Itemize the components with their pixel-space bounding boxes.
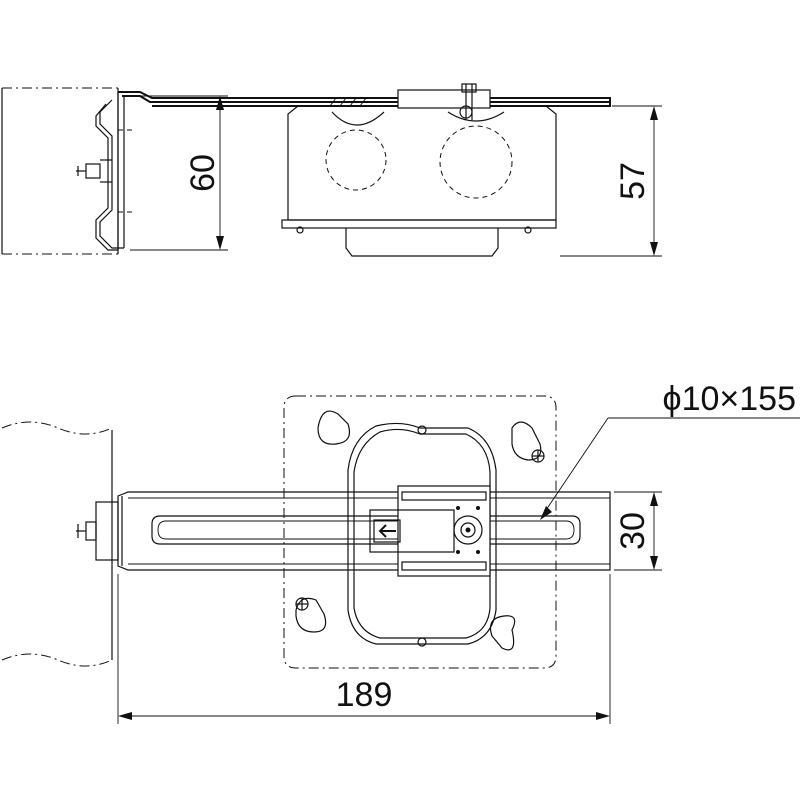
dimension-box-depth-label: 57 [614, 162, 652, 200]
plan-view-plate [283, 395, 557, 669]
dimension-overall-length-label: 189 [336, 676, 393, 714]
side-view-slider [397, 83, 491, 120]
plan-view-slider [369, 485, 491, 577]
side-view: 60 57 [1, 83, 662, 257]
plan-view-stud [1, 421, 113, 667]
plan-view-box [347, 422, 497, 647]
dimension-bracket-width: 30 [614, 491, 662, 571]
dimension-overall-length: 189 [117, 574, 611, 724]
dimension-side-height: 60 [130, 95, 228, 251]
side-view-rod-hatch [329, 97, 367, 107]
dimension-side-height-label: 60 [184, 154, 222, 192]
plan-view-bar [117, 491, 611, 571]
plan-view: 30 189 ϕ10×155 [1, 380, 800, 724]
dimension-box-depth: 57 [560, 105, 662, 257]
side-view-box [281, 105, 557, 257]
leader-rod-spec: ϕ10×155 [540, 380, 800, 520]
side-view-clamp [76, 91, 611, 251]
leader-rod-spec-label: ϕ10×155 [663, 380, 796, 418]
dimension-bracket-width-label: 30 [614, 512, 652, 550]
plan-view-clamp [76, 496, 123, 566]
